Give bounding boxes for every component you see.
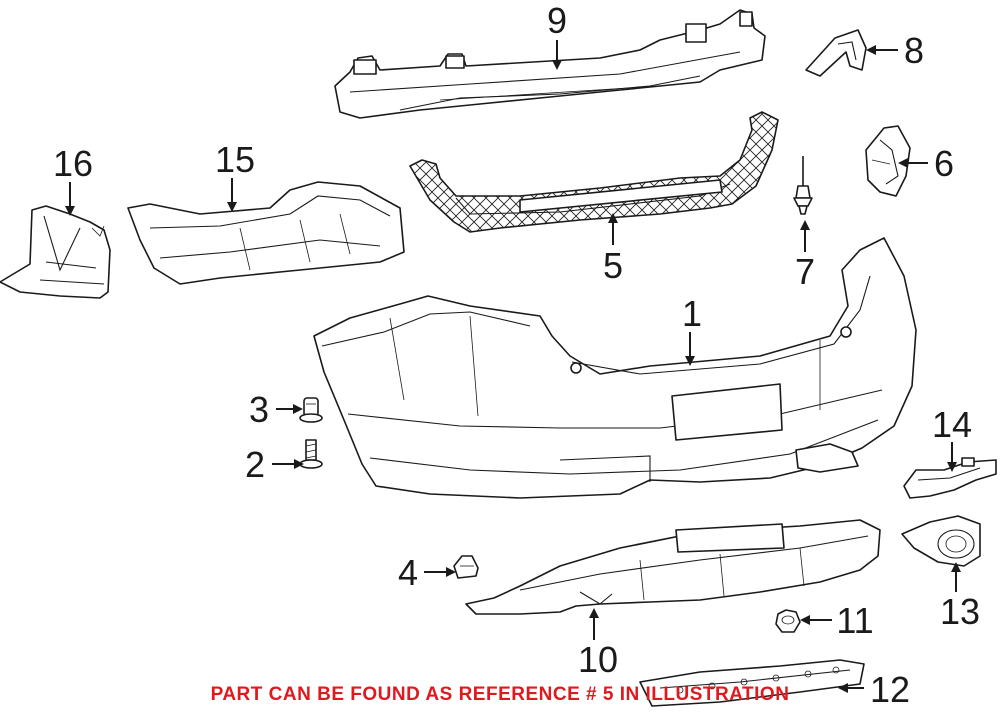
callout-16: 16 bbox=[53, 143, 93, 184]
part-11-nut bbox=[775, 609, 801, 633]
callout-13: 13 bbox=[940, 591, 980, 632]
callout-9: 9 bbox=[547, 0, 567, 41]
part-2-screw bbox=[299, 439, 323, 469]
callout-3: 3 bbox=[249, 389, 269, 430]
callout-12: 12 bbox=[870, 669, 910, 710]
callout-5: 5 bbox=[603, 245, 623, 286]
callout-7: 7 bbox=[795, 251, 815, 292]
part-10-lower-valance bbox=[465, 519, 881, 615]
part-7-push-pin bbox=[793, 156, 813, 215]
callout-4: 4 bbox=[398, 552, 418, 593]
callout-14: 14 bbox=[932, 404, 972, 445]
callout-1: 1 bbox=[682, 293, 702, 334]
part-16-side-shield bbox=[0, 205, 111, 299]
callout-2: 2 bbox=[245, 444, 265, 485]
callout-11: 11 bbox=[836, 600, 873, 641]
leader-arrows bbox=[65, 40, 961, 693]
callout-labels: 9 8 6 5 7 15 16 1 3 2 14 13 4 10 11 12 bbox=[53, 0, 980, 710]
part-15-splash-shield bbox=[127, 181, 405, 285]
part-8-bracket bbox=[805, 29, 867, 77]
part-5-energy-absorber bbox=[409, 111, 779, 233]
part-4-clip bbox=[453, 555, 479, 579]
part-3-retainer bbox=[299, 397, 323, 423]
part-6-side-bracket bbox=[865, 125, 911, 197]
callout-6: 6 bbox=[934, 143, 954, 184]
callout-15: 15 bbox=[215, 139, 255, 180]
callout-8: 8 bbox=[904, 30, 924, 71]
callout-10: 10 bbox=[578, 639, 618, 680]
part-14-bracket bbox=[903, 457, 997, 499]
reference-note: PART CAN BE FOUND AS REFERENCE # 5 IN IL… bbox=[210, 684, 790, 705]
part-9-reinforcement-beam bbox=[334, 9, 766, 119]
part-12-trim-strip bbox=[639, 659, 865, 707]
part-1-bumper-cover bbox=[313, 237, 917, 499]
part-13-exhaust-bezel bbox=[901, 515, 981, 567]
